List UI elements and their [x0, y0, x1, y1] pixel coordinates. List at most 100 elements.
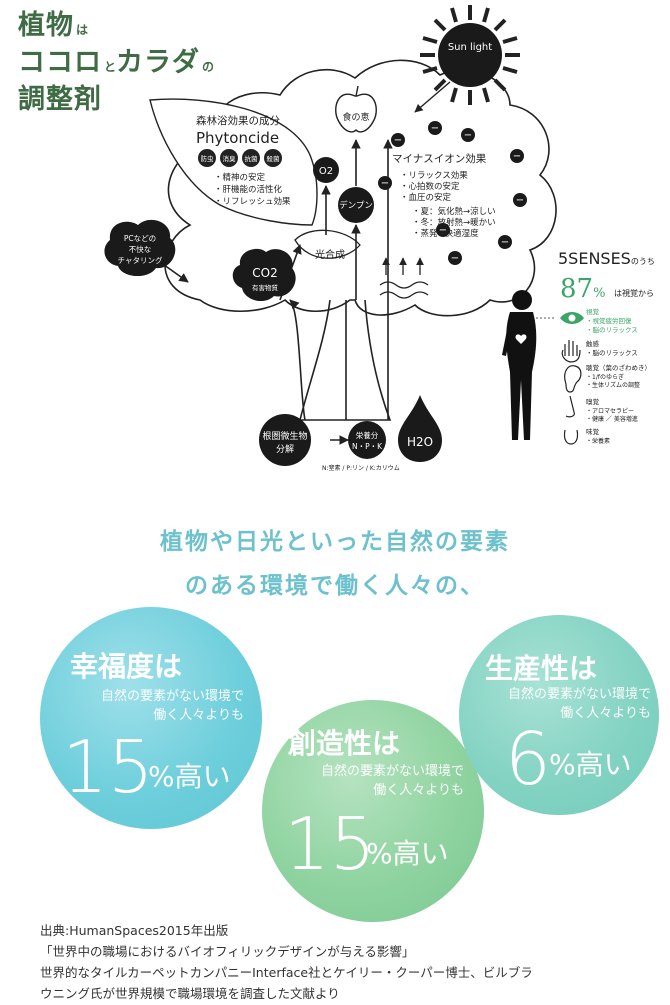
minus-sign: −: [513, 151, 521, 162]
nutrient-label: N・P・K: [352, 442, 383, 451]
minus-sign: −: [464, 130, 472, 141]
root-microbe-label: 分解: [276, 443, 294, 455]
h2o-label: H2O: [407, 435, 433, 449]
leaf-tag: 抗菌: [245, 154, 259, 163]
leaf-subtitle: Phytoncide: [196, 129, 279, 147]
starch-badge: [338, 187, 374, 223]
title-particle: は: [76, 23, 89, 37]
leaf-effect: ・肝機能の活性化: [214, 184, 283, 195]
senses-percent-suffix: は視覚から: [614, 288, 654, 298]
stat-unit: %高い: [148, 760, 231, 793]
fruit-label: 食の恵: [342, 111, 369, 123]
minus-sign: −: [501, 237, 509, 248]
sense-line: ・健康 ／ 美容増進: [586, 415, 638, 423]
stat-heading: 幸福度は: [70, 650, 183, 683]
sense-line: ・栄養素: [586, 437, 610, 445]
ion-effect: ・心拍数の安定: [400, 181, 460, 192]
pc-bubble-text: PCなどの: [124, 234, 156, 243]
senses-percent-unit: %: [593, 286, 605, 301]
minus-sign: −: [431, 123, 439, 134]
leaf-tags: 防虫 消臭 抗菌 殺菌: [198, 149, 282, 167]
ion-effect: ・リラックス効果: [400, 170, 468, 181]
leaf-effect: ・リフレッシュ効果: [214, 196, 291, 207]
headline-line2: のある環境で働く人々の、: [185, 573, 485, 599]
stat-heading: 生産性は: [485, 652, 598, 685]
leaf-effect: ・精神の安定: [214, 172, 266, 183]
leaf-title: 森林浴効果の成分: [196, 114, 280, 127]
co2-label: CO2: [252, 266, 277, 280]
headline-line1: 植物や日光といった自然の要素: [160, 529, 510, 555]
stat-unit: %高い: [549, 748, 632, 781]
source-line: 世界的なタイルカーペットカンパニーInterface社とケイリー・クーパー博士、…: [40, 965, 533, 980]
sense-title: 聴覚（葉のざわめき）: [586, 363, 651, 372]
sense-line: ・脳のリラックス: [586, 348, 638, 357]
happiness-stat-circle: 幸福度は 自然の要素がない環境で 働く人々よりも 15 %高い: [40, 607, 262, 829]
ion-title: マイナスイオン効果: [392, 152, 487, 165]
senses-percent: 87%: [560, 274, 605, 304]
root-microbe-label: 根圏微生物: [262, 430, 307, 442]
title-particle: の: [202, 60, 215, 74]
stat-subtext-line: 自然の要素がない環境で: [320, 764, 464, 779]
heart-icon: [515, 334, 527, 344]
title-particle: と: [104, 60, 117, 74]
person-silhouette: [502, 290, 537, 440]
apple-icon: [335, 93, 377, 133]
sense-title: 味覚: [586, 427, 600, 436]
sun-label: Sun light: [448, 42, 492, 53]
senses-title: 5SENSESのうち: [558, 249, 655, 268]
minus-sign: −: [451, 253, 459, 264]
stat-heading: 創造性は: [288, 727, 401, 760]
photosynthesis-leaf: [294, 229, 361, 259]
starch-label: デンプン: [339, 200, 373, 211]
stat-subtext: 自然の要素がない環境で 働く人々よりも: [508, 685, 651, 723]
stat-subtext-line: 自然の要素がない環境で: [507, 687, 651, 702]
source-citation: 出典:HumanSpaces2015年出版 「世界中の職場におけるバイオフィリッ…: [40, 920, 533, 1004]
stat-number: 15: [284, 802, 376, 886]
nutrient-note: N:窒素 / P:リン / K:カリウム: [322, 464, 400, 472]
water-drop-icon: [398, 395, 442, 462]
minus-sign: −: [394, 135, 402, 146]
pc-bubble-text: チャタリング: [118, 255, 163, 265]
heat-arrows: [379, 257, 429, 299]
nose-icon: [565, 395, 575, 418]
stat-subtext-line: 働く人々よりも: [373, 783, 464, 798]
eye-icon: [560, 312, 584, 324]
ear-icon: [564, 365, 582, 393]
sun-icon: [420, 5, 520, 105]
minus-sign: −: [381, 178, 389, 189]
source-line: 「世界中の職場におけるバイオフィリックデザインが与える影響」: [40, 944, 415, 959]
stat-number: 15: [62, 725, 154, 809]
leaf-tag: 殺菌: [267, 154, 281, 163]
nutrient-badge: [348, 421, 386, 459]
o2-label: O2: [319, 166, 333, 177]
hand-icon: [561, 340, 581, 363]
creativity-stat-circle: 創造性は 自然の要素がない環境で 働く人々よりも 15 %高い: [262, 700, 484, 922]
stat-subtext: 自然の要素がない環境で 働く人々よりも: [101, 687, 244, 725]
season-effect: ・蒸発→快適湿度: [412, 228, 479, 239]
o2-badge: [313, 157, 339, 183]
senses-title-small: のうち: [631, 257, 655, 266]
sense-title: 視覚: [586, 307, 600, 316]
mouth-icon: [563, 429, 579, 445]
senses-percent-number: 87: [560, 274, 593, 304]
sense-line: ・視覚疲労回復: [586, 316, 632, 325]
leaf-tag: 消臭: [223, 154, 237, 163]
title-plants: 植物: [18, 10, 74, 41]
sense-title: 触感: [586, 339, 600, 348]
pc-noise-blob: [104, 219, 176, 277]
stat-subtext: 自然の要素がない環境で 働く人々よりも: [321, 762, 464, 800]
source-line: 出典:HumanSpaces2015年出版: [40, 923, 229, 938]
co2-sub: 有害物質: [252, 283, 279, 292]
sense-title: 嗅覚: [586, 397, 600, 406]
plant-diagram: 森林浴効果の成分 Phytoncide 防虫 消臭 抗菌 殺菌 ・精神の安定 ・…: [104, 5, 655, 472]
stat-subtext-line: 働く人々よりも: [153, 708, 244, 723]
leaf-tag: 防虫: [201, 154, 215, 163]
minus-ion-dots: − − − − − − − − −: [378, 121, 527, 265]
season-effect: ・冬：放射熱→暖かい: [412, 217, 496, 228]
stat-subtext-line: 働く人々よりも: [560, 706, 651, 721]
co2-blob: [232, 248, 296, 302]
minus-sign: −: [439, 225, 447, 236]
sense-line: ・生体リズムの調整: [586, 381, 640, 389]
title-regulator: 調整剤: [18, 84, 102, 115]
tree-trunk: [298, 299, 392, 421]
